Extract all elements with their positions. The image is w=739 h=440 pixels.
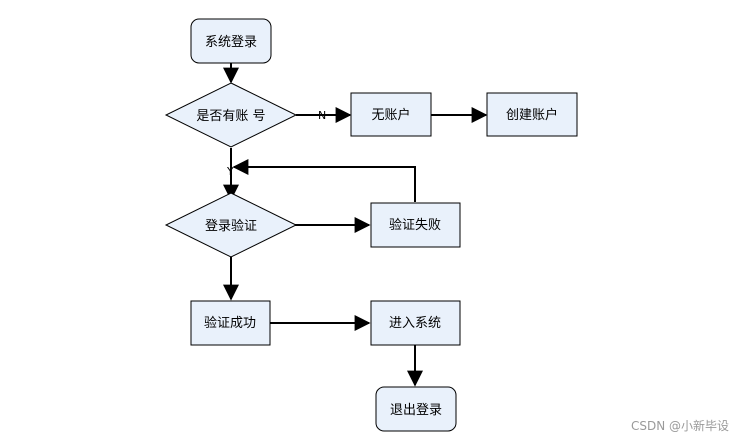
csdn-watermark: CSDN @小新毕设 — [630, 419, 729, 433]
node-logout-label: 退出登录 — [390, 403, 442, 418]
node-enter-system-label: 进入系统 — [389, 316, 441, 331]
edge-label-yes: Y — [226, 165, 234, 178]
edges — [223, 63, 488, 387]
node-login-label: 系统登录 — [205, 35, 257, 50]
node-no-account-label: 无账户 — [371, 107, 410, 123]
node-logout: 退出登录 — [375, 386, 457, 432]
node-verify-success: 验证成功 — [190, 300, 271, 346]
node-no-account: 无账户 — [350, 92, 432, 137]
node-enter-system: 进入系统 — [370, 300, 461, 346]
edge-label-no: N — [318, 109, 326, 122]
node-verify-label: 登录验证 — [205, 218, 257, 234]
edge-fail-back-to-check — [232, 159, 416, 202]
node-verify-success-label: 验证成功 — [204, 315, 256, 331]
node-verify-fail-label: 验证失败 — [389, 217, 441, 233]
node-verify: 登录验证 — [164, 192, 298, 258]
node-create-account: 创建账户 — [486, 92, 578, 137]
node-has-account: 是否有账 号 — [164, 82, 298, 148]
node-verify-fail: 验证失败 — [370, 202, 461, 248]
node-has-account-label: 是否有账 号 — [196, 109, 265, 124]
node-create-account-label: 创建账户 — [506, 107, 558, 123]
node-login: 系统登录 — [190, 18, 272, 64]
